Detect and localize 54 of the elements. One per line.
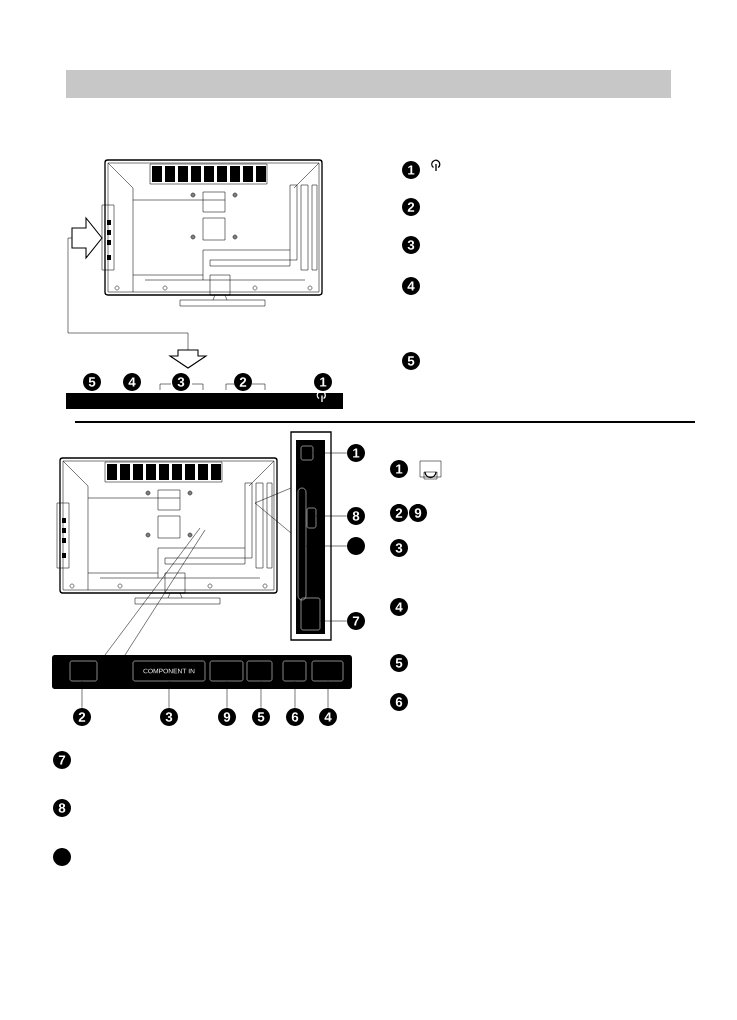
port-outline bbox=[311, 660, 344, 682]
slot-outline bbox=[297, 487, 307, 601]
callout-number: 2 bbox=[234, 373, 252, 391]
callout-number: 3 bbox=[402, 236, 420, 254]
callout-number: 4 bbox=[402, 277, 420, 295]
callout-number: 1 bbox=[402, 161, 420, 179]
leader-line bbox=[260, 680, 262, 708]
callout-number: 9 bbox=[409, 504, 427, 522]
leader-line bbox=[254, 502, 292, 534]
leader-line bbox=[319, 620, 347, 622]
callout-number: 5 bbox=[390, 654, 408, 672]
callout-number: 7 bbox=[347, 612, 365, 630]
callout-number: 3 bbox=[172, 373, 190, 391]
leader-line bbox=[124, 529, 206, 656]
callout-number: 2 bbox=[402, 198, 420, 216]
callout-number: 4 bbox=[123, 373, 141, 391]
leader-line bbox=[254, 487, 292, 504]
callout-number: 9 bbox=[218, 708, 236, 726]
leader-line bbox=[312, 452, 347, 454]
callout-number: 1 bbox=[390, 460, 408, 478]
callout-number: 6 bbox=[286, 708, 304, 726]
callout-number: 8 bbox=[347, 507, 365, 525]
callout-number: 1 bbox=[314, 373, 332, 391]
port-outline bbox=[300, 597, 321, 631]
port-outline bbox=[282, 660, 307, 682]
callout-number: 8 bbox=[53, 799, 71, 817]
callout-number: 2 bbox=[390, 504, 408, 522]
leader-line bbox=[294, 680, 296, 708]
callout-number: 5 bbox=[83, 373, 101, 391]
port-outline bbox=[69, 660, 98, 682]
leader-line bbox=[168, 680, 170, 708]
leader-line bbox=[305, 545, 347, 547]
leader-line bbox=[81, 680, 83, 708]
port-outline bbox=[209, 660, 244, 682]
callout-number: 6 bbox=[390, 693, 408, 711]
side-panel bbox=[290, 431, 332, 641]
callout-number: 3 bbox=[160, 708, 178, 726]
callout-number: 4 bbox=[390, 598, 408, 616]
callout-number: 5 bbox=[402, 352, 420, 370]
callout-number: 2 bbox=[73, 708, 91, 726]
callout-number: 1 bbox=[347, 444, 365, 462]
callout-number: 4 bbox=[319, 708, 337, 726]
callout-number bbox=[347, 537, 365, 555]
callout-number: 7 bbox=[53, 751, 71, 769]
leader-line bbox=[226, 680, 228, 708]
callout-number: 5 bbox=[252, 708, 270, 726]
port-outline bbox=[306, 507, 317, 529]
leader-line bbox=[104, 527, 201, 656]
leader-line bbox=[327, 680, 329, 708]
port-outline bbox=[300, 445, 314, 461]
callout-number: 3 bbox=[390, 539, 408, 557]
leader-line bbox=[315, 515, 347, 517]
callout-number bbox=[53, 848, 71, 866]
port-outline bbox=[246, 660, 273, 682]
